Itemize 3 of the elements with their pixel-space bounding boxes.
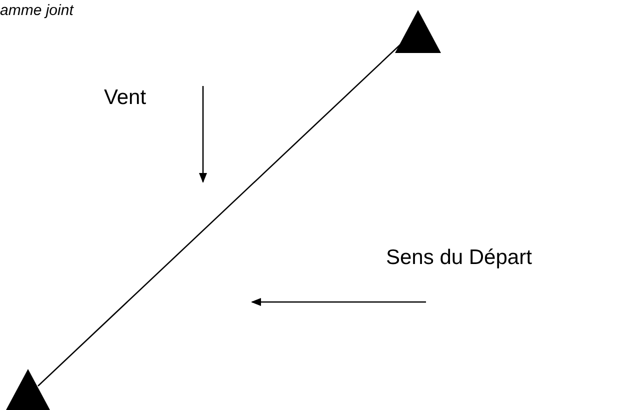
direction-label: Sens du Départ: [386, 246, 532, 270]
caption-text: amme joint: [0, 2, 74, 19]
wind-label: Vent: [104, 86, 146, 110]
